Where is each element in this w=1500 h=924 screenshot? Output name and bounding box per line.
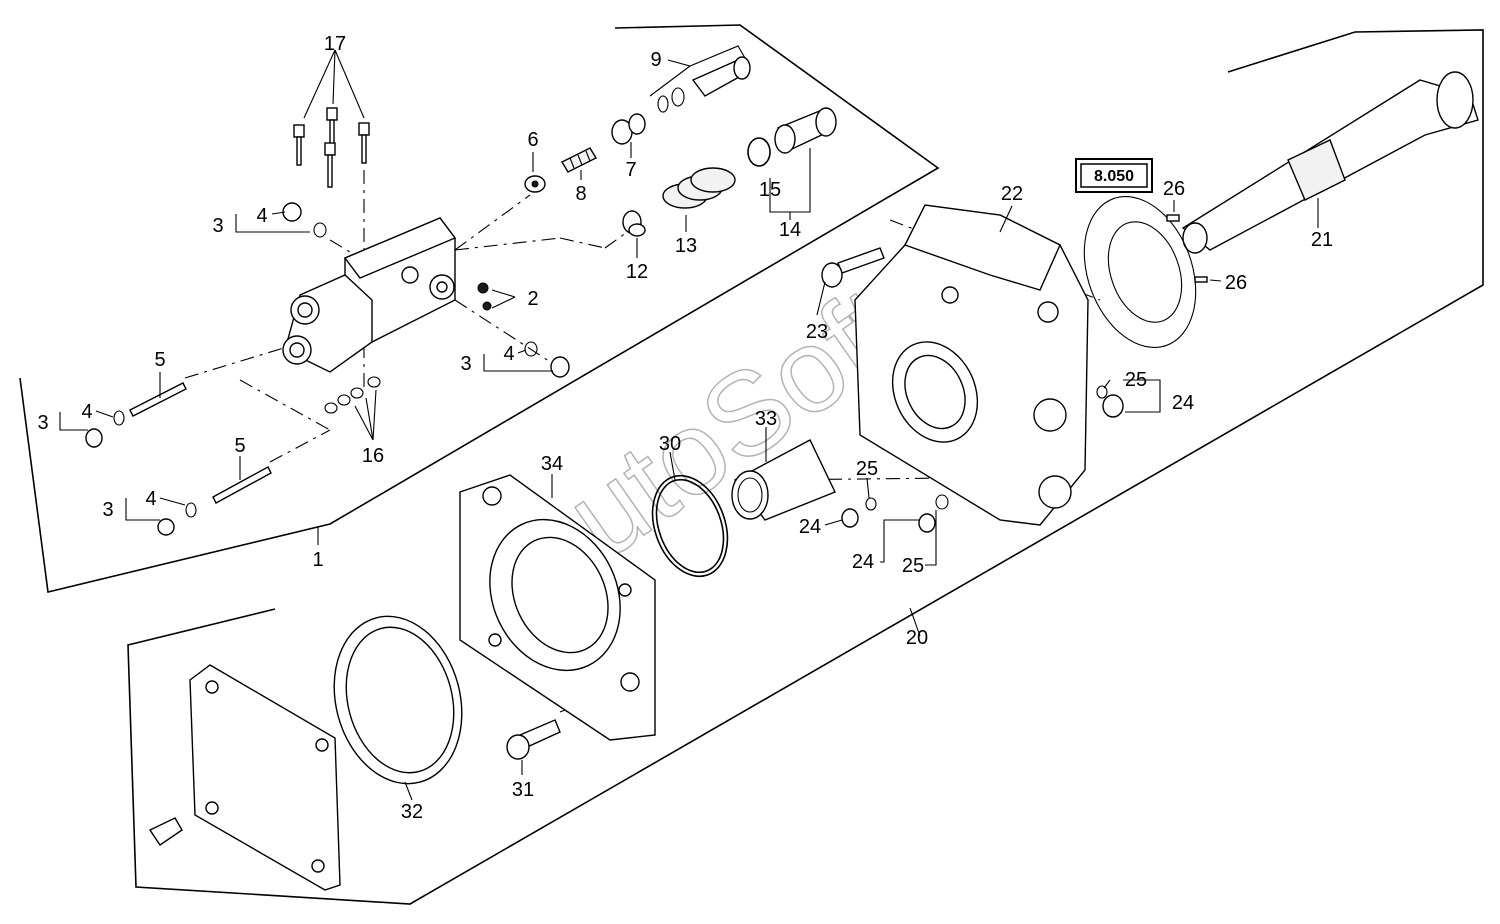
label-3: 3: [37, 412, 48, 434]
label-32: 32: [401, 801, 423, 823]
label-5: 5: [234, 435, 245, 457]
label-3: 3: [212, 215, 223, 237]
label-4: 4: [503, 343, 514, 365]
label-24: 24: [1172, 392, 1194, 414]
label-26: 26: [1163, 178, 1185, 200]
leader-lines: [59, 45, 1319, 801]
label-9: 9: [650, 49, 661, 71]
label-13: 13: [675, 235, 697, 257]
label-14: 14: [779, 219, 801, 241]
label-34: 34: [541, 453, 563, 475]
label-25: 25: [856, 458, 878, 480]
label-25: 25: [902, 555, 924, 577]
piston-parts: [622, 107, 837, 237]
plug-rings: [85, 202, 570, 536]
label-26: 26: [1225, 272, 1247, 294]
label-2: 2: [527, 288, 538, 310]
screw-23: [821, 247, 885, 288]
needle-bearing-33: [731, 439, 836, 521]
label-25: 25: [1125, 369, 1147, 391]
label-23: 23: [806, 321, 828, 343]
screw-31: [506, 719, 561, 760]
label-3: 3: [460, 353, 471, 375]
label-31: 31: [512, 779, 534, 801]
valve-block: [282, 217, 457, 373]
small-plugs: [841, 214, 1208, 533]
label-4: 4: [81, 401, 92, 423]
reference-box-8050[interactable]: 8.050: [1075, 158, 1153, 193]
label-24: 24: [799, 516, 821, 538]
screw-17: [293, 107, 370, 188]
label-8: 8: [575, 183, 586, 205]
cartridge-9: [657, 56, 751, 113]
reference-box-label: 8.050: [1094, 168, 1134, 185]
label-22: 22: [1001, 183, 1023, 205]
label-4: 4: [145, 488, 156, 510]
label-30: 30: [659, 433, 681, 455]
label-21: 21: [1311, 229, 1333, 251]
label-5: 5: [154, 349, 165, 371]
label-33: 33: [755, 408, 777, 430]
label-1: 1: [312, 549, 323, 571]
label-24: 24: [852, 551, 874, 573]
label-12: 12: [626, 261, 648, 283]
orings-16: [324, 376, 381, 414]
port-plate: [1083, 196, 1197, 348]
callout-labels: 17 9 6 7 8 15 14 13 12 3 4 2 3 4 5 3 4 1…: [37, 33, 1333, 823]
label-20: 20: [906, 627, 928, 649]
spring-parts: [524, 113, 646, 193]
label-17: 17: [324, 33, 346, 55]
oring-30: [651, 474, 729, 578]
label-16: 16: [362, 445, 384, 467]
housing-22: [854, 204, 1089, 526]
group-1-outline: [19, 24, 940, 593]
label-7: 7: [625, 159, 636, 181]
drive-shaft-21: [1181, 71, 1479, 254]
label-3: 3: [102, 499, 113, 521]
label-15: 15: [759, 179, 781, 201]
cover-plate: [148, 664, 341, 891]
group-20-outline: [127, 29, 1484, 905]
seal-ring-32: [333, 615, 463, 785]
label-4: 4: [256, 205, 267, 227]
flange-housing-34: [459, 474, 656, 741]
label-6: 6: [527, 129, 538, 151]
valves-5: [129, 382, 272, 504]
